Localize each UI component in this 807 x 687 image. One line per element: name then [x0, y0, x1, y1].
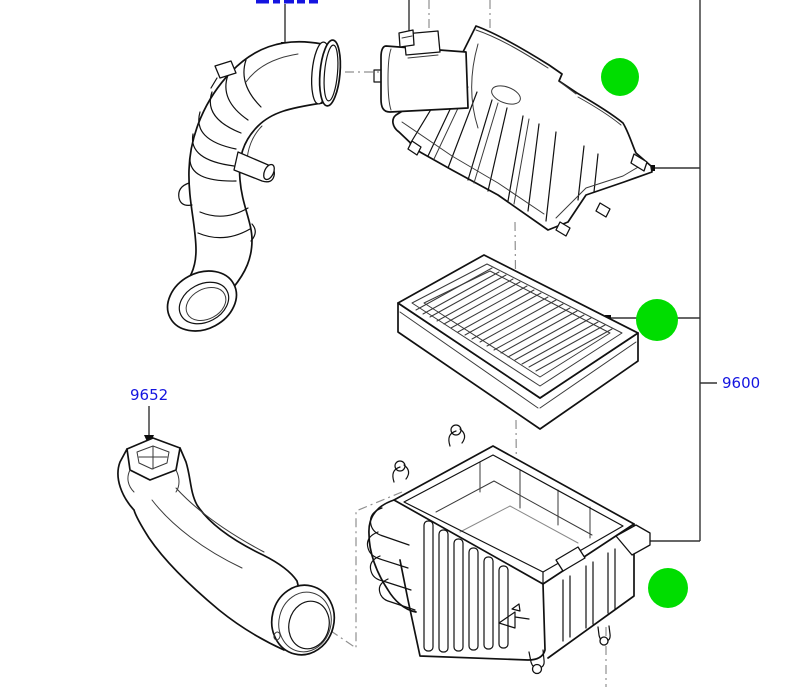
marker-housing[interactable] [648, 568, 688, 608]
selection-markers [601, 58, 688, 608]
air-cleaner-cover-drawing[interactable] [373, 25, 653, 237]
filter-element-drawing[interactable] [397, 254, 639, 430]
intake-duct-drawing[interactable] [117, 437, 342, 661]
part-label-9600[interactable]: 9600 [722, 374, 761, 392]
cropped-part-label[interactable] [256, 0, 318, 4]
leader-line-top-label [281, 4, 286, 47]
intake-hose-drawing[interactable] [157, 39, 343, 342]
lower-housing-drawing[interactable] [366, 424, 651, 675]
marker-cover[interactable] [601, 58, 639, 96]
marker-filter[interactable] [636, 299, 678, 341]
part-label-9652[interactable]: 9652 [130, 386, 169, 404]
